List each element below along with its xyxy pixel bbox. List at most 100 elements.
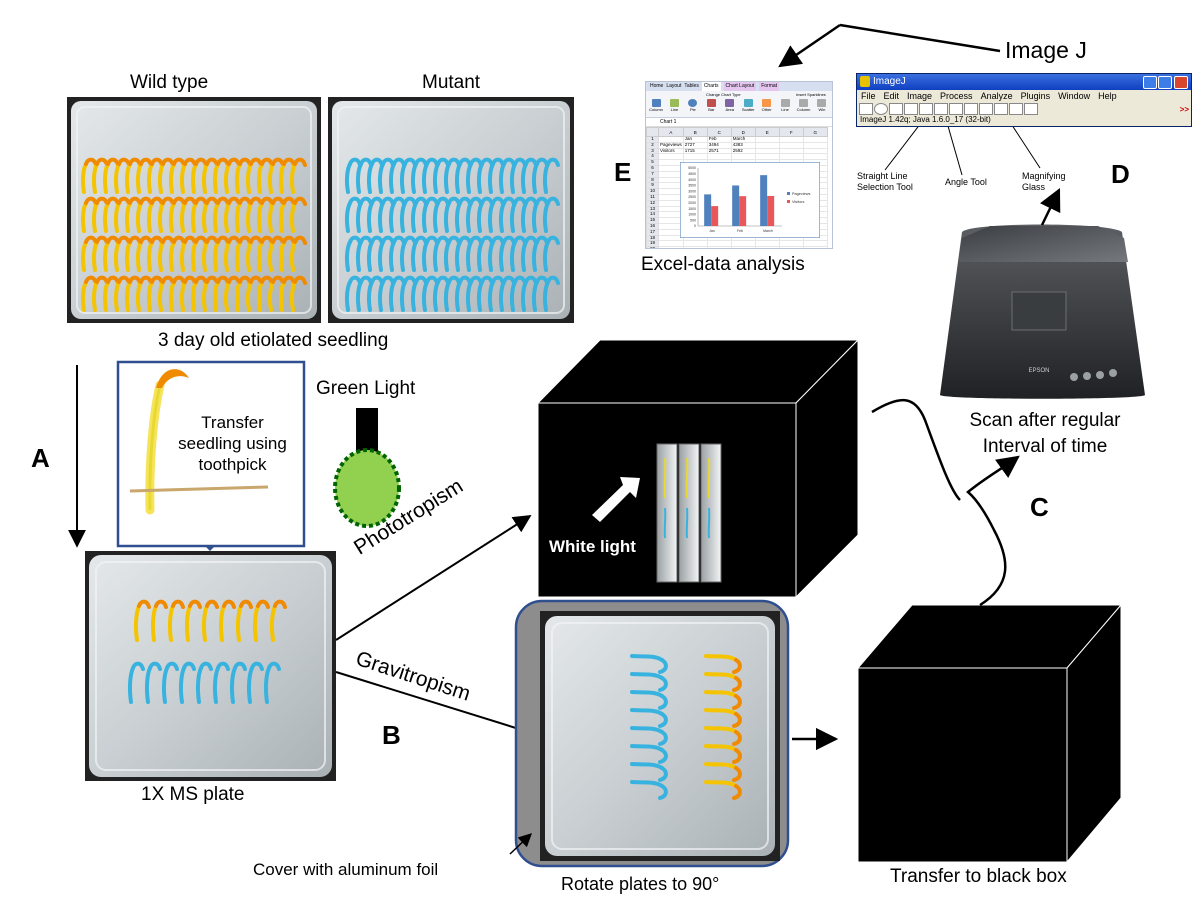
straight-line-tool-icon[interactable] bbox=[919, 103, 933, 115]
ms-wild-type-seedling bbox=[184, 599, 202, 642]
wand-tool-icon[interactable] bbox=[964, 103, 978, 115]
excel-tab-tables[interactable]: Tables bbox=[684, 83, 699, 89]
chart-legend-label: Pageviews bbox=[792, 192, 810, 196]
excel-row-number[interactable]: 8 bbox=[646, 176, 659, 184]
menu-file[interactable]: File bbox=[861, 91, 876, 101]
menu-plugins[interactable]: Plugins bbox=[1020, 91, 1051, 101]
scanner: EPSON bbox=[940, 224, 1145, 399]
excel-row-number[interactable]: 3 bbox=[646, 147, 659, 155]
excel-name-box[interactable]: Chart 1 bbox=[660, 119, 677, 125]
menu-process[interactable]: Process bbox=[940, 91, 973, 101]
excel-column-header[interactable]: A bbox=[658, 127, 684, 137]
excel-row-number[interactable]: 14 bbox=[646, 211, 659, 219]
cover-foil-label: Cover with aluminum foil bbox=[253, 860, 439, 879]
angle-tool-icon[interactable] bbox=[934, 103, 948, 115]
excel-chart-type-7[interactable]: Line bbox=[777, 99, 793, 112]
menu-edit[interactable]: Edit bbox=[883, 91, 900, 101]
excel-column-header[interactable]: E bbox=[754, 127, 780, 137]
excel-cell[interactable] bbox=[802, 240, 828, 248]
chart-type-icon bbox=[743, 99, 753, 107]
excel-row-number[interactable]: 20 bbox=[646, 246, 659, 248]
excel-corner-cell[interactable] bbox=[646, 127, 659, 137]
excel-row-number[interactable]: 11 bbox=[646, 193, 659, 201]
excel-row-number[interactable]: 15 bbox=[646, 217, 659, 224]
excel-row-number[interactable]: 18 bbox=[646, 234, 659, 242]
ms-mutant-seedling bbox=[195, 661, 213, 704]
excel-cell[interactable] bbox=[802, 153, 828, 161]
excel-ribbon: Change Chart Type Insert Sparklines Colu… bbox=[646, 91, 832, 118]
excel-row-number[interactable]: 5 bbox=[646, 159, 659, 166]
excel-chart-type-8[interactable]: Column bbox=[796, 99, 812, 112]
excel-chart-type-6[interactable]: Other bbox=[759, 99, 775, 112]
rotated-mutant-seedling bbox=[630, 672, 668, 692]
excel-cell[interactable] bbox=[730, 246, 756, 248]
excel-cell[interactable] bbox=[802, 246, 828, 248]
chart-y-tick-label: 4000 bbox=[688, 178, 696, 182]
excel-chart-type-0[interactable]: Column bbox=[648, 99, 664, 112]
excel-sparkline-label: Insert Sparklines bbox=[796, 92, 826, 97]
chart-type-icon bbox=[817, 99, 827, 107]
mutant-seedling bbox=[542, 196, 560, 233]
menu-analyze[interactable]: Analyze bbox=[980, 91, 1013, 101]
excel-chart-type-9[interactable]: Win bbox=[814, 99, 830, 112]
excel-row-number[interactable]: 12 bbox=[646, 199, 659, 207]
ms-wild-type-seedling bbox=[201, 599, 219, 642]
excel-chart-type-1[interactable]: Line bbox=[666, 99, 682, 112]
hand-tool-icon[interactable] bbox=[1009, 103, 1023, 115]
close-icon[interactable] bbox=[1174, 76, 1188, 89]
excel-row-number[interactable]: 6 bbox=[646, 165, 659, 172]
excel-cell[interactable] bbox=[682, 246, 708, 248]
excel-row-number[interactable]: 16 bbox=[646, 222, 659, 230]
rotated-wild-type-seedling bbox=[704, 672, 742, 692]
excel-column-header[interactable]: F bbox=[778, 127, 804, 137]
excel-row-number[interactable]: 1 bbox=[646, 136, 659, 143]
menu-image[interactable]: Image bbox=[907, 91, 933, 101]
excel-chart-type-3[interactable]: Bar bbox=[703, 99, 719, 112]
excel-row-number[interactable]: 2 bbox=[646, 141, 659, 149]
excel-row-number[interactable]: 13 bbox=[646, 205, 659, 213]
rectangle-tool-icon[interactable] bbox=[859, 103, 873, 115]
maximize-icon[interactable] bbox=[1158, 76, 1172, 89]
excel-chart-type-2[interactable]: Pie bbox=[685, 99, 701, 112]
excel-cell[interactable] bbox=[754, 246, 780, 248]
excel-cell[interactable] bbox=[778, 246, 804, 248]
excel-tab-format[interactable]: Format bbox=[759, 82, 780, 91]
excel-cell[interactable] bbox=[658, 246, 684, 248]
excel-row-number[interactable]: 7 bbox=[646, 170, 659, 178]
excel-tab-charts[interactable]: Charts bbox=[701, 82, 721, 91]
oval-tool-icon[interactable] bbox=[874, 103, 888, 115]
step-e-label: E bbox=[614, 157, 632, 187]
excel-tab-home[interactable]: Home bbox=[650, 83, 664, 89]
ms-mutant-seedling bbox=[178, 661, 196, 704]
excel-cell[interactable] bbox=[706, 246, 732, 248]
excel-row-number[interactable]: 9 bbox=[646, 182, 659, 190]
excel-column-header[interactable]: G bbox=[802, 127, 828, 137]
chart-legend-swatch bbox=[787, 192, 790, 195]
point-tool-icon[interactable] bbox=[949, 103, 963, 115]
scan-caption: Scan after regular Interval of time bbox=[955, 408, 1135, 460]
more-tools-button[interactable]: >> bbox=[1179, 104, 1189, 114]
menu-help[interactable]: Help bbox=[1098, 91, 1117, 101]
excel-chart-type-5[interactable]: Scatter bbox=[740, 99, 756, 112]
minimize-icon[interactable] bbox=[1143, 76, 1157, 89]
excel-row-number[interactable]: 19 bbox=[646, 240, 659, 248]
text-tool-icon[interactable] bbox=[979, 103, 993, 115]
dropper-tool-icon[interactable] bbox=[1024, 103, 1038, 115]
excel-cell[interactable] bbox=[802, 141, 828, 149]
ms-mutant-seedling bbox=[144, 661, 162, 704]
menu-window[interactable]: Window bbox=[1058, 91, 1091, 101]
excel-tab-chart-layout[interactable]: Chart Layout bbox=[723, 82, 757, 91]
chart-y-tick-label: 0 bbox=[694, 224, 696, 228]
magnifying-glass-icon[interactable] bbox=[994, 103, 1008, 115]
green-light-label: Green Light bbox=[316, 378, 416, 399]
freehand-tool-icon[interactable] bbox=[904, 103, 918, 115]
excel-row-number[interactable]: 10 bbox=[646, 188, 659, 195]
excel-tab-layout[interactable]: Layout bbox=[666, 83, 682, 89]
excel-row-number[interactable]: 17 bbox=[646, 228, 659, 236]
excel-cell[interactable] bbox=[802, 147, 828, 155]
excel-chart-type-4[interactable]: Area bbox=[722, 99, 738, 112]
excel-cell[interactable] bbox=[802, 136, 828, 143]
excel-row-number[interactable]: 4 bbox=[646, 153, 659, 161]
polygon-tool-icon[interactable] bbox=[889, 103, 903, 115]
